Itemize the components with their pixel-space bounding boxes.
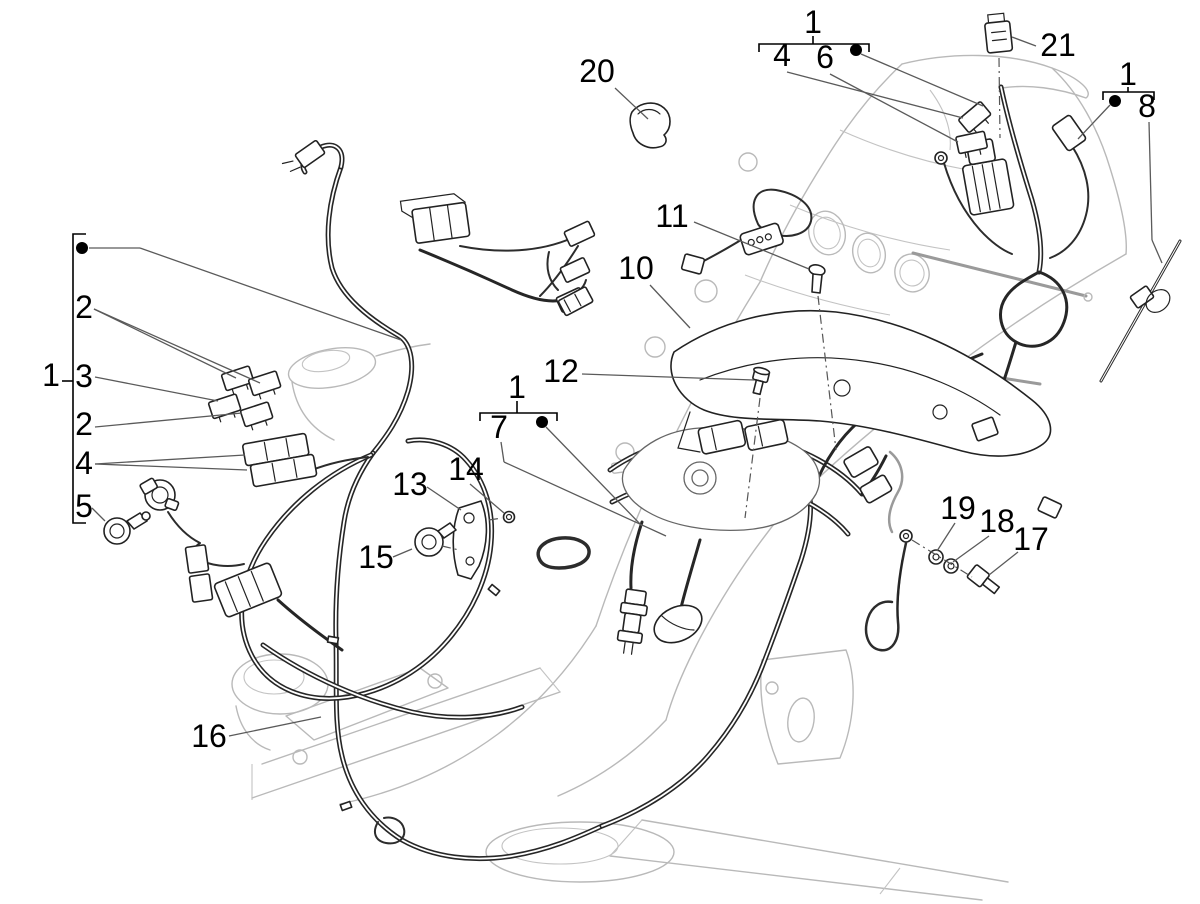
callout-label-c17: 17 — [1013, 521, 1049, 557]
callout-bracket — [72, 233, 86, 524]
cable-rod — [911, 251, 1088, 298]
callout-label-c15: 15 — [358, 539, 394, 575]
callout-label-c13: 13 — [392, 466, 428, 502]
callout-bullet — [1109, 95, 1121, 107]
leader-line — [94, 412, 243, 428]
part-ring-terminal — [934, 151, 948, 165]
part-cable-guide — [739, 222, 784, 256]
leader-line — [469, 483, 505, 514]
part-ground-strap — [864, 529, 913, 652]
callout-label-c3: 3 — [75, 358, 93, 394]
part-ecu — [213, 562, 283, 618]
leader-line — [829, 73, 959, 143]
leader-line — [392, 548, 413, 558]
part-support-bracket — [670, 309, 1052, 457]
part-rivet — [502, 510, 516, 524]
leader-line — [1011, 36, 1037, 47]
leader-line — [500, 441, 505, 463]
leader-line — [786, 71, 964, 119]
part-screw — [808, 264, 826, 294]
part-switch — [139, 477, 180, 511]
leader-line — [988, 551, 1019, 576]
leader-line — [94, 454, 246, 465]
callout-label-c4-left: 4 — [75, 445, 93, 481]
part-connector — [557, 286, 594, 317]
bullet-leader-line — [545, 426, 643, 527]
callout-bracket — [479, 412, 558, 421]
leader-line — [952, 535, 990, 563]
part-injector-connectors — [697, 418, 789, 455]
part-oxygen-sensor — [616, 588, 648, 655]
callout-label-c2a: 2 — [75, 289, 93, 325]
callout-label-c14: 14 — [448, 451, 484, 487]
leader-line — [649, 284, 691, 329]
leader-line — [503, 461, 667, 537]
leader-line — [94, 463, 248, 471]
leader-line — [581, 373, 755, 381]
callout-label-c4-top: 4 — [773, 37, 791, 73]
leader-line — [91, 507, 106, 522]
part-hose-clamp — [103, 511, 151, 545]
leader-line — [936, 522, 956, 552]
part-connector — [184, 544, 214, 603]
callout-label-c5: 5 — [75, 488, 93, 524]
harness-grommet-loop — [536, 536, 591, 570]
callout-label-c11: 11 — [655, 198, 688, 234]
leader-line — [94, 376, 219, 402]
part-fuse-holder — [242, 432, 318, 488]
callout-label-c21: 21 — [1040, 27, 1076, 63]
callout-bullet — [850, 44, 862, 56]
leader-line — [228, 716, 322, 737]
harness-clip — [326, 583, 501, 812]
part-connector — [281, 139, 326, 172]
parts-layer — [103, 12, 1182, 812]
callout-bullet — [76, 242, 88, 254]
callout-bracket — [758, 43, 870, 52]
bullet-leader-line — [139, 247, 402, 341]
callout-label-c12: 12 — [543, 353, 579, 389]
callout-label-c2b: 2 — [75, 406, 93, 442]
callout-label-c7: 7 — [490, 409, 508, 445]
leader-line — [693, 221, 810, 270]
part-flanged-bolt — [752, 366, 771, 396]
part-fuse — [207, 365, 282, 431]
part-connector — [680, 253, 706, 275]
part-connector — [971, 114, 1087, 519]
callout-label-g1-top: 1 — [804, 4, 822, 40]
part-hex-bolt — [966, 564, 1001, 595]
callout-label-g1-left: 1 — [42, 357, 60, 393]
callout-bullet — [536, 416, 548, 428]
leader-line — [1148, 121, 1153, 241]
callout-label-g1-center: 1 — [508, 369, 526, 405]
part-bracket — [452, 500, 488, 580]
callout-label-g1-right: 1 — [1119, 56, 1137, 92]
throttle-cable-curl — [887, 450, 904, 534]
leader-line — [93, 308, 261, 384]
leader-line — [1151, 239, 1163, 264]
bullet-leader-line — [1077, 104, 1111, 140]
part-connector-cap — [984, 12, 1014, 54]
part-clip — [629, 102, 671, 149]
part-connector — [843, 446, 893, 504]
callout-label-c6: 6 — [816, 39, 834, 75]
part-clamp — [414, 522, 457, 557]
callout-label-c19: 19 — [940, 490, 976, 526]
part-relay-block — [399, 193, 471, 244]
part-rubber-boot — [653, 604, 703, 644]
centerlines — [441, 57, 1001, 578]
callout-label-c8: 8 — [1138, 88, 1156, 124]
leader-line — [93, 308, 237, 379]
callout-label-c18: 18 — [979, 503, 1015, 539]
part-fuse — [955, 101, 992, 158]
bullet-leader-line — [860, 53, 984, 107]
leader-line — [614, 87, 649, 120]
part-cable-tie — [1099, 239, 1182, 383]
callout-label-c20: 20 — [579, 53, 615, 89]
callout-label-c16: 16 — [191, 718, 227, 754]
callout-label-c10: 10 — [618, 250, 654, 286]
leader-line — [426, 486, 462, 511]
